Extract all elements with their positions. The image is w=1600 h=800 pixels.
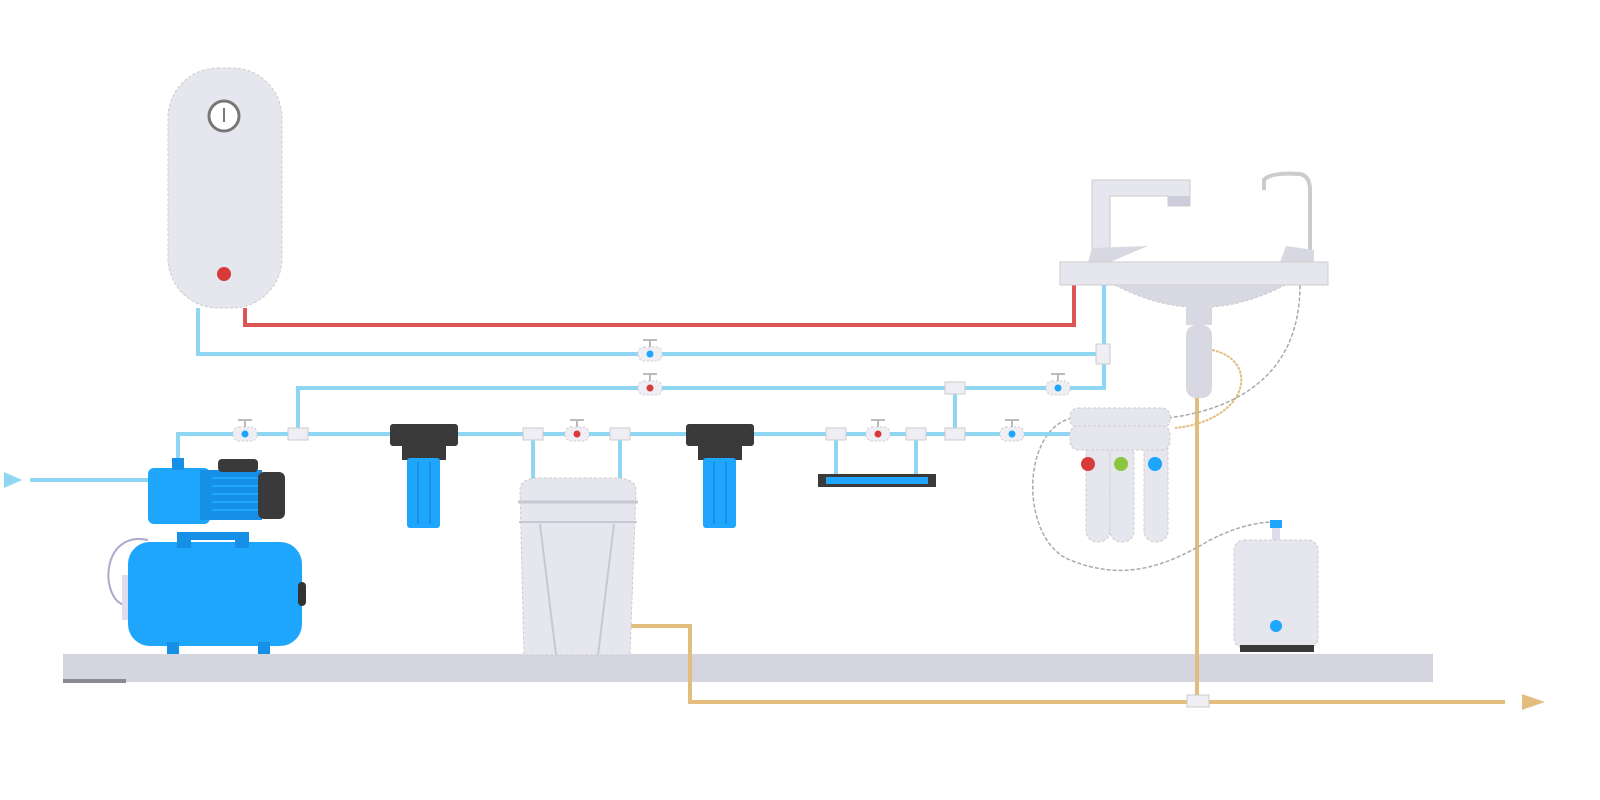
drain-tee bbox=[1186, 694, 1210, 708]
water-inlet-arrow-icon bbox=[4, 472, 22, 488]
ro-stage-green-icon bbox=[1114, 457, 1128, 471]
uv-sterilizer[interactable] bbox=[818, 474, 936, 487]
heater-indicator-icon bbox=[217, 267, 231, 281]
ro-stage-blue-icon bbox=[1148, 457, 1162, 471]
valve-cold-3[interactable] bbox=[637, 339, 663, 362]
reverse-osmosis[interactable] bbox=[1069, 407, 1171, 543]
hot-water-pipe bbox=[243, 285, 1076, 327]
valve-cold-1[interactable] bbox=[232, 419, 258, 442]
storage-tank[interactable] bbox=[1233, 520, 1319, 652]
floor bbox=[63, 654, 1433, 683]
drain-pipe bbox=[628, 349, 1505, 704]
sink[interactable] bbox=[1059, 171, 1329, 398]
valve-red-2[interactable] bbox=[865, 419, 891, 442]
cold-water-pipes bbox=[30, 285, 1106, 482]
pipe-fittings bbox=[287, 343, 1111, 441]
softener[interactable] bbox=[518, 477, 638, 656]
ro-tubing bbox=[1032, 284, 1301, 572]
valve-red-1[interactable] bbox=[564, 419, 590, 442]
drain-outlet-arrow-icon bbox=[1522, 694, 1545, 710]
pre-filter-1[interactable] bbox=[390, 424, 458, 528]
valve-red-3[interactable] bbox=[637, 373, 663, 396]
pump-station[interactable] bbox=[107, 458, 306, 654]
water-heater[interactable] bbox=[167, 67, 283, 309]
valve-cold-2[interactable] bbox=[999, 419, 1025, 442]
tank-indicator-icon bbox=[1270, 620, 1282, 632]
pre-filter-2[interactable] bbox=[686, 424, 754, 528]
ro-faucet bbox=[1262, 171, 1312, 262]
ro-stage-red-icon bbox=[1081, 457, 1095, 471]
valve-cold-4[interactable] bbox=[1045, 373, 1071, 396]
